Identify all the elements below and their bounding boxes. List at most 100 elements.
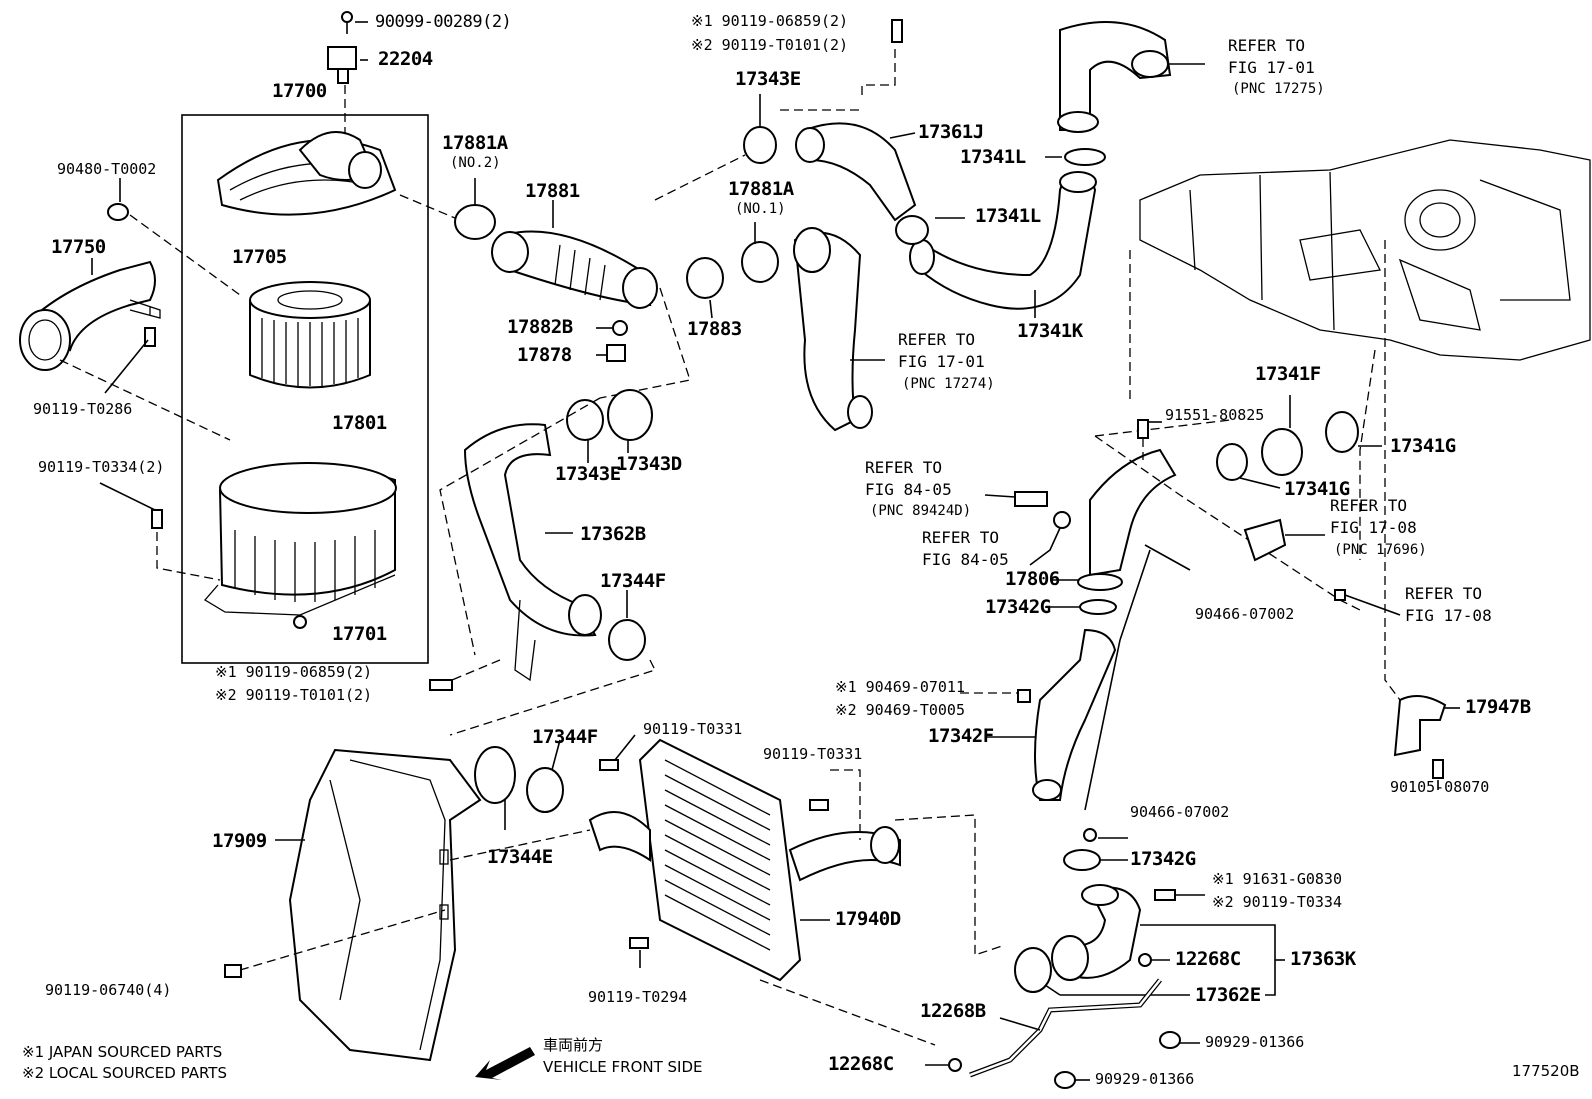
part-label: 17341F (1255, 363, 1321, 385)
part-label: 90119-06740(4) (45, 981, 172, 999)
bracket-17947b-drawing (1393, 695, 1447, 757)
part-label: 17343D (616, 453, 682, 475)
part-label: 90105-08070 (1390, 778, 1490, 796)
part-label: ※1 90469-07011 (835, 678, 965, 696)
part-label: 90119-T0294 (588, 988, 688, 1006)
part-label: ※2 90119-T0101(2) (691, 36, 849, 54)
part-label: 17940D (835, 908, 901, 930)
part-label: 17806 (1005, 568, 1060, 590)
part-label: 90119-T0331 (643, 720, 743, 738)
part-label: 17344E (487, 846, 553, 868)
part-label: 90466-07002 (1130, 803, 1230, 821)
part-label: 17362B (580, 523, 646, 545)
part-label: 90466-07002 (1195, 605, 1295, 623)
part-label: 17341G (1390, 435, 1456, 457)
part-label: 17361J (918, 121, 984, 143)
pipe-17806-drawing (1089, 448, 1177, 577)
part-label: 90929-01366 (1095, 1070, 1195, 1088)
air-cleaner-case-drawing (204, 462, 397, 629)
refer-label: FIG 84-05 (865, 480, 952, 499)
part-label: 90119-T0331 (763, 745, 863, 763)
air-cleaner-cap-drawing (216, 131, 397, 216)
front-side-jp: 車両前方 (543, 1036, 604, 1054)
part-label: 17341L (960, 146, 1026, 168)
part-label: 17881A (728, 178, 794, 200)
front-arrow-drawing (475, 1047, 535, 1080)
hose-17878-drawing (606, 344, 626, 362)
intercooler-drawing (588, 738, 901, 982)
part-label: 17341L (975, 205, 1041, 227)
part-label: 17343E (735, 68, 801, 90)
part-label: 17362E (1195, 984, 1261, 1006)
part-label: 17705 (232, 246, 287, 268)
part-label: 17341G (1284, 478, 1350, 500)
grommet-drawing (107, 203, 129, 221)
part-label: 17801 (332, 412, 387, 434)
part-label: ※1 90119-06859(2) (691, 12, 849, 30)
part-label: 12268B (920, 1000, 986, 1022)
air-inlet-drawing (19, 260, 161, 371)
refer-label: REFER TO (1330, 496, 1408, 515)
refer-label: (PNC 17696) (1334, 542, 1427, 558)
footnote-local: ※2 LOCAL SOURCED PARTS (22, 1064, 227, 1082)
airflow-meter-drawing (327, 11, 357, 84)
refer-label: REFER TO (1228, 36, 1306, 55)
part-label: ※2 90119-T0334 (1212, 893, 1342, 911)
figure-id: 177520B (1512, 1062, 1580, 1080)
part-label: 17881 (525, 180, 580, 202)
refer-label: (PNC 17275) (1232, 81, 1325, 97)
part-label: 17344F (600, 570, 666, 592)
part-label: 22204 (378, 48, 433, 70)
part-label: 90119-T0334(2) (38, 458, 165, 476)
refer-label: FIG 17-01 (1228, 58, 1315, 77)
air-filter-element-drawing (249, 281, 371, 389)
front-side-label: VEHICLE FRONT SIDE (543, 1058, 703, 1076)
part-label: 17700 (272, 80, 327, 102)
refer-label: FIG 84-05 (922, 550, 1009, 569)
footnote-japan: ※1 JAPAN SOURCED PARTS (22, 1043, 223, 1061)
part-label: 12268C (1175, 948, 1241, 970)
sensor-89424d-drawing (1014, 491, 1048, 507)
part-label: 91551-80825 (1165, 406, 1265, 424)
part-label: 17909 (212, 830, 267, 852)
refer-label: FIG 17-08 (1405, 606, 1492, 625)
part-label: 17882B (507, 316, 573, 338)
part-label: 17701 (332, 623, 387, 645)
part-label: 17342G (985, 596, 1051, 618)
part-label: ※2 90119-T0101(2) (215, 686, 373, 704)
refer-label: (PNC 89424D) (870, 503, 972, 519)
refer-label: REFER TO (1405, 584, 1483, 603)
part-label: 17342F (928, 725, 994, 747)
part-label: 17750 (51, 236, 106, 258)
part-label: ※1 90119-06859(2) (215, 663, 373, 681)
pipe-17342f-drawing (1034, 628, 1117, 801)
refer-label: FIG 17-08 (1330, 518, 1417, 537)
part-label: 90099-00289(2) (375, 12, 512, 32)
part-label: ※1 91631-G0830 (1212, 870, 1342, 888)
part-label: (NO.1) (735, 201, 786, 217)
refer-label: REFER TO (865, 458, 943, 477)
part-label: 90929-01366 (1205, 1033, 1305, 1051)
intercooler-shield-drawing (288, 748, 482, 1062)
pipe-17362b-drawing (463, 423, 597, 637)
part-label: (NO.2) (450, 155, 501, 171)
part-label: 17343E (555, 463, 621, 485)
refer-label: FIG 17-01 (898, 352, 985, 371)
gasket-17882b-drawing (612, 320, 628, 336)
air-cleaner-group-box (181, 114, 429, 664)
part-label: 17341K (1017, 320, 1083, 342)
part-label: 90480-T0002 (57, 160, 157, 178)
pipe-17341k-drawing (918, 173, 1097, 310)
hose-17881-drawing (454, 204, 658, 309)
part-label: 17344F (532, 726, 598, 748)
part-label: 17363K (1290, 948, 1356, 970)
part-label: 17883 (687, 318, 742, 340)
refer-label: REFER TO (898, 330, 976, 349)
part-label: 17947B (1465, 696, 1531, 718)
part-label: 17878 (517, 344, 572, 366)
pipe-17274-drawing (793, 231, 862, 432)
refer-label: (PNC 17274) (902, 376, 995, 392)
part-label: 17881A (442, 132, 508, 154)
